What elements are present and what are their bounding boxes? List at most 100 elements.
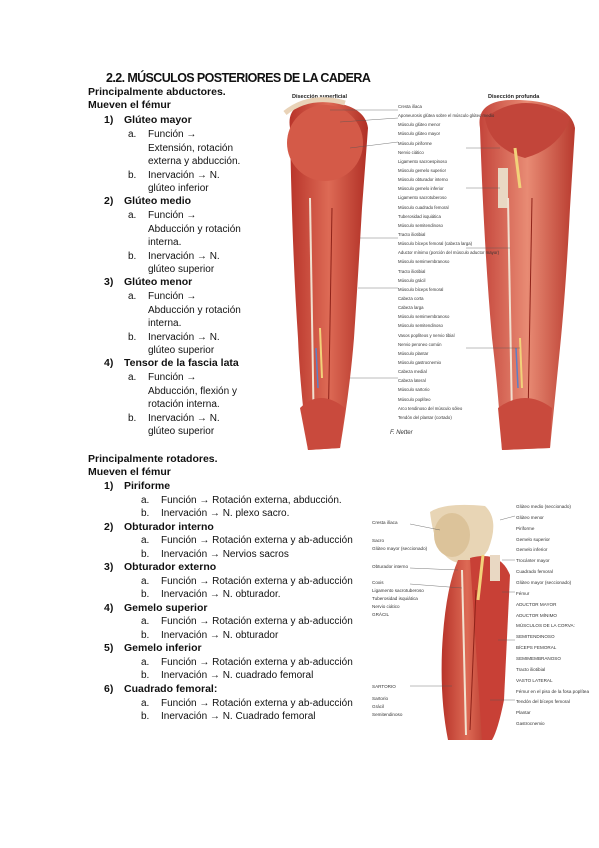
- innervation-line: glúteo superior: [148, 345, 215, 356]
- function-line: externa y abducción.: [148, 156, 241, 167]
- innervation-item: b.Inervación → N. obturador: [141, 629, 278, 643]
- figure1-label: Músculo grácil: [398, 277, 426, 283]
- item-letter: b.: [141, 711, 150, 722]
- figure1-label: Nervio peroneo común: [398, 341, 442, 347]
- figure2-right-label: Trocánter mayor: [516, 558, 550, 564]
- item-letter: b.: [128, 169, 137, 181]
- item-letter: b.: [141, 508, 150, 519]
- figure2-right-label: ADUCTOR MÍNIMO: [516, 612, 558, 618]
- figure1-label: Músculo obturador interno: [398, 177, 448, 183]
- figure1-label: Músculo glúteo mayor: [398, 131, 441, 137]
- muscle-heading: 3)Obturador externo: [104, 561, 216, 574]
- function-item: a. Función → Rotación externa y ab-aducci…: [141, 615, 353, 629]
- figure2-left-label: Grácil: [372, 704, 384, 709]
- figure1-label: Cabeza lateral: [398, 378, 426, 384]
- innervation-line: Inervación → N.: [148, 331, 220, 343]
- figure1-label: Músculo semitendinoso: [398, 323, 443, 329]
- section-heading-abductors: Principalmente abductores.: [88, 86, 226, 98]
- innervation-line: Inervación → N.: [148, 412, 220, 424]
- item-letter: b.: [141, 589, 150, 601]
- function-item: a.Función → Rotación externa y ab-aducci…: [141, 656, 353, 670]
- figure1-label: Músculo glúteo menor: [398, 122, 441, 128]
- figure1-label: Músculo semimembranoso: [398, 259, 450, 265]
- muscle-name: Gemelo superior: [124, 601, 208, 614]
- innervation-item: b. Inervación → N. Cuadrado femoral: [141, 710, 316, 724]
- figure1-label: Tracto iliotibial: [398, 232, 426, 237]
- innervation-text: Inervación → N. cuadrado femoral: [161, 670, 314, 682]
- figure1-label: Músculo plantar: [398, 350, 429, 356]
- item-letter: b.: [141, 670, 150, 682]
- function-line: Función →: [148, 291, 197, 302]
- figure1-label: Cabeza larga: [398, 305, 424, 311]
- figure2-left-label: SARTORIO: [372, 684, 396, 689]
- figure1-left-header: Disección superficial: [292, 94, 348, 100]
- figure2-right-label: MÚSCULOS DE LA CORVA:: [516, 623, 575, 629]
- figure1-right-header: Disección profunda: [488, 94, 540, 100]
- innervation-text: Inervación → N. obturador: [161, 629, 279, 641]
- figure2-right-label: Plantar: [516, 710, 531, 716]
- function-text: Función → Rotación externa y ab-aducción: [161, 575, 353, 587]
- innervation-text: Inervación → N.glúteo superior: [148, 412, 220, 439]
- page-title: 2.2. MÚSCULOS POSTERIORES DE LA CADERA: [106, 71, 371, 85]
- function-line: interna.: [148, 237, 182, 248]
- item-letter: b.: [128, 250, 137, 262]
- figure2-right-label: Cuadrado femoral: [516, 569, 553, 575]
- figure2-left-label: Obturador interno: [372, 564, 409, 569]
- muscle-number: 5): [104, 642, 114, 655]
- item-letter: a.: [141, 535, 150, 547]
- figure2-left-label: Glúteo mayor (seccionado): [372, 546, 428, 551]
- function-line: Abducción, flexión y: [148, 385, 237, 397]
- figure2-right-label: ADUCTOR MAYOR: [516, 601, 557, 607]
- figure1-label: Aponeurosis glútea sobre el músculo glút…: [398, 113, 495, 119]
- muscle-heading: 2)Obturador interno: [104, 521, 214, 534]
- figure2-left-label: GRÁCIL: [372, 612, 390, 617]
- muscle-heading: 4)Tensor de la fascia lata: [104, 357, 239, 370]
- figure2-left-label: Ligamento sacrotuberoso: [372, 588, 424, 593]
- item-letter: a.: [141, 616, 150, 628]
- figure1-label: Cresta ilíaca: [398, 104, 422, 109]
- function-item: a.Función → Rotación externa y ab-aducci…: [141, 534, 353, 548]
- figure2-right-label: Tracto iliotibial: [516, 666, 546, 672]
- function-line: interna.: [148, 318, 182, 329]
- innervation-item: b.Inervación → Nervios sacros: [141, 548, 289, 562]
- figure1-label: Músculo bíceps femoral (cabeza larga): [398, 241, 473, 247]
- item-letter: a.: [141, 575, 150, 587]
- muscle-heading: 1)Piriforme: [104, 480, 170, 493]
- muscle-name: Obturador interno: [124, 520, 214, 533]
- innervation-text: Inervación → N. glúteo superior: [148, 331, 220, 358]
- function-item: a. Función → Rotación externa y ab-aducci…: [141, 575, 353, 589]
- item-letter: a.: [128, 291, 137, 302]
- muscle-number: 1): [104, 480, 114, 492]
- figure1-label: Músculo gemelo inferior: [398, 186, 444, 192]
- figure1-label: Músculo semimembranoso: [398, 314, 450, 320]
- function-text: Función → Rotación externa, abducción.: [161, 494, 342, 506]
- item-letter: a.: [141, 494, 150, 506]
- innervation-item: b.Inervación → N.glúteo superior: [128, 331, 220, 358]
- muscle-name: Gemelo inferior: [124, 642, 202, 655]
- innervation-text: Inervación → N.glúteo superior: [148, 250, 220, 277]
- muscle-heading: 2)Glúteo medio: [104, 195, 191, 208]
- section-subheading-rotators: Mueven el fémur: [88, 466, 171, 478]
- function-text: Función → Rotación externa y ab-aducción: [161, 616, 353, 628]
- innervation-item: b. Inervación → N. cuadrado femoral: [141, 669, 313, 683]
- figure2-right-label: BÍCEPS FEMORAL: [516, 645, 557, 651]
- figure2-left-label: Semitendinoso: [372, 712, 403, 717]
- figure1-label: Músculo piriforme: [398, 140, 432, 146]
- figure1-label: Arco tendinoso del músculo sóleo: [398, 405, 463, 411]
- thigh-illustration: [283, 97, 575, 450]
- figure1-label: Aductor mínimo (porción del músculo aduc…: [398, 250, 500, 256]
- figure2-right-label: Glúteo menor: [516, 514, 544, 520]
- muscle-number: 2): [104, 195, 114, 207]
- figure1-label: Tendón del plantar (cortado): [398, 414, 452, 420]
- figure2-left-label: Tuberosidad isquiática: [372, 596, 418, 601]
- function-line: Función →: [148, 129, 197, 140]
- item-letter: a.: [141, 656, 150, 668]
- figure2-left-label: Sartorio: [372, 696, 389, 701]
- figure2-right-label: SEMIMEMBRANOSO: [516, 656, 561, 661]
- figure1-label: Músculo cuadrado femoral: [398, 204, 449, 210]
- innervation-text: Inervación → N.glúteo inferior: [148, 169, 220, 196]
- innervation-text: Inervación → N. Cuadrado femoral: [161, 711, 316, 722]
- innervation-item: b. Inervación → N.glúteo superior: [128, 250, 220, 277]
